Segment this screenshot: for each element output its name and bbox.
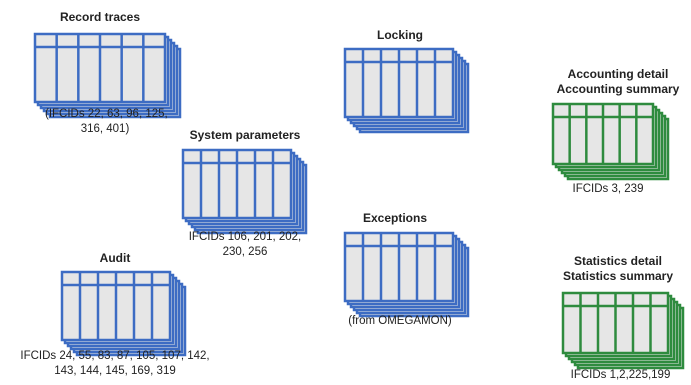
stacked-table-sheet bbox=[60, 270, 172, 342]
record-traces-title: Record traces bbox=[59, 10, 141, 24]
audit-title: Audit bbox=[99, 251, 131, 265]
record-traces-table-stack bbox=[33, 32, 182, 119]
stacked-table-sheet bbox=[561, 291, 670, 355]
audit-caption-line-1: IFCIDs 24, 55, 83, 87, 105, 107, 142, bbox=[20, 350, 210, 362]
accounting-title-summary: Accounting summary bbox=[556, 82, 680, 96]
stacked-table-sheet bbox=[343, 231, 455, 303]
stacked-table-sheet bbox=[551, 102, 655, 166]
statistics-title-detail: Statistics detail bbox=[573, 254, 663, 268]
accounting-caption: IFCIDs 3, 239 bbox=[572, 183, 644, 195]
locking-title: Locking bbox=[376, 28, 423, 42]
system-parameters-caption-line-2: 230, 256 bbox=[222, 246, 268, 258]
stacked-table-sheet bbox=[181, 148, 293, 220]
statistics-title-summary: Statistics summary bbox=[562, 269, 674, 283]
exceptions-table-stack bbox=[343, 231, 470, 318]
system-parameters-table-stack bbox=[181, 148, 308, 235]
audit-table-stack bbox=[60, 270, 187, 357]
accounting-title-detail: Accounting detail bbox=[567, 67, 669, 81]
exceptions-caption: (from OMEGAMON) bbox=[348, 315, 452, 327]
statistics-table-stack bbox=[561, 291, 685, 370]
record-traces-caption-line-1: (IFCIDs 22, 63, 96, 125, bbox=[45, 108, 168, 120]
stacked-table-sheet bbox=[33, 32, 167, 104]
stacked-table-sheet bbox=[343, 47, 455, 119]
system-parameters-caption-line-1: IFCIDs 106, 201, 202, bbox=[188, 231, 302, 243]
exceptions-title: Exceptions bbox=[362, 211, 428, 225]
system-parameters-title: System parameters bbox=[189, 128, 301, 142]
accounting-table-stack bbox=[551, 102, 670, 181]
record-traces-caption-line-2: 316, 401) bbox=[80, 123, 130, 135]
locking-table-stack bbox=[343, 47, 470, 134]
statistics-caption: IFCIDs 1,2,225,199 bbox=[570, 369, 671, 381]
audit-caption-line-2: 143, 144, 145, 169, 319 bbox=[54, 365, 176, 377]
